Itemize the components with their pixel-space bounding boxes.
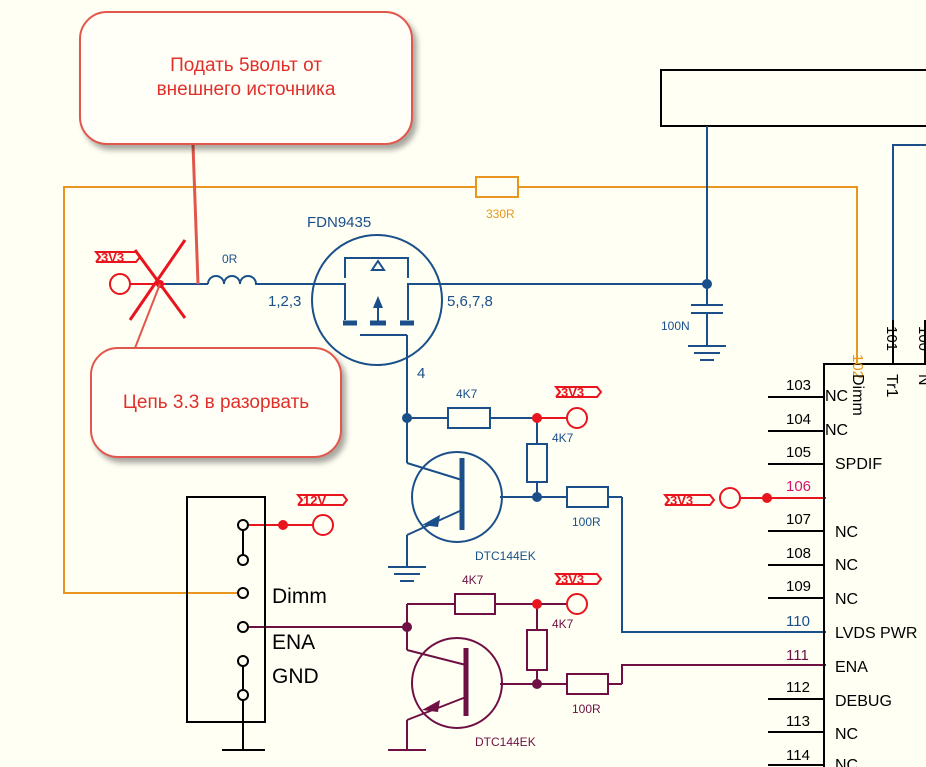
ic-pin-num: 112 — [786, 679, 810, 696]
ic-pin-name: LVDS PWR — [835, 625, 917, 642]
transistor-a-label: DTC144EK — [475, 549, 536, 563]
ic-pin-name: ENA — [835, 659, 868, 676]
resistor-100r-a — [566, 486, 609, 508]
r4k7-c-label: 4K7 — [462, 573, 484, 587]
r100r-a-label: 100R — [572, 515, 601, 529]
ic-top-pin-num: 102 — [849, 354, 866, 379]
resistor-4k7-c — [454, 593, 496, 615]
mosfet-gate-pin: 4 — [417, 365, 425, 382]
flag-3v3-b: 3V3 — [561, 385, 584, 400]
flag-3v3-a: 3V3 — [101, 250, 124, 265]
inductor-0r — [207, 275, 257, 285]
mosfet-label: FDN9435 — [307, 214, 371, 231]
ic-top-pin-name: Tr1 — [883, 374, 900, 398]
ic-pin-num: 113 — [786, 713, 810, 730]
ic-body — [768, 363, 926, 767]
ic-pin-name: NC — [835, 557, 858, 574]
ic-pin-name: NC — [835, 591, 858, 608]
callout-bottom-text: Цепь 3.3 в разорвать — [122, 391, 310, 413]
ic-pin-name: NC — [835, 757, 858, 767]
resistor-330r — [475, 176, 519, 198]
ic-pin-num: 104 — [786, 411, 811, 428]
ic-top-pin-num: 100 — [915, 326, 926, 351]
connector-pins — [222, 519, 265, 751]
flag-3v3-c: 3V3 — [561, 572, 584, 587]
transistor-a — [411, 451, 503, 543]
ic-top-box — [660, 69, 926, 127]
resistor-4k7-d — [526, 629, 548, 671]
resistor-4k7-b — [526, 443, 548, 483]
ic-pin-num: 108 — [786, 545, 811, 562]
ic-pin-name: NC — [835, 524, 858, 541]
connector-label-gnd: GND — [272, 665, 319, 688]
connector-label-ena: ENA — [272, 631, 315, 654]
mosfet-drain-pins: 5,6,7,8 — [447, 293, 493, 310]
dimm-net — [63, 186, 858, 594]
ic-top-pin-name: N — [915, 374, 926, 386]
ic-pin-num: 103 — [786, 377, 811, 394]
resistor-4k7-a — [447, 407, 491, 429]
ic-pin-num: 106 — [786, 478, 811, 495]
ic-pin-num: 110 — [786, 613, 810, 630]
mosfet-source-pins: 1,2,3 — [268, 293, 301, 310]
callout-top-text: Подать 5вольт от внешнего источника — [156, 55, 336, 100]
ic-pin-name: NC — [825, 422, 848, 439]
ic-top-pin-name: Dimm — [849, 374, 866, 416]
connector-label-dimm: Dimm — [272, 585, 327, 608]
ic-pin-name: DEBUG — [835, 693, 892, 710]
mosfet-fdn9435 — [311, 234, 443, 366]
flag-12v: 12V — [303, 493, 326, 508]
r4k7-a-label: 4K7 — [456, 387, 478, 401]
ic-pin-num: 105 — [786, 444, 811, 461]
ic-pin-name: SPDIF — [835, 456, 882, 473]
ic-pin-name: NC — [835, 726, 858, 743]
r4k7-d-label: 4K7 — [552, 617, 574, 631]
ic-pin-num: 111 — [786, 647, 809, 664]
ic-top-pin-num: 101 — [883, 326, 900, 351]
capacitor-label: 100N — [661, 319, 690, 333]
resistor-100r-b — [566, 673, 609, 695]
resistor-330r-label: 330R — [486, 207, 515, 221]
ic-pin-num: 107 — [786, 511, 811, 528]
r4k7-b-label: 4K7 — [552, 431, 574, 445]
ic-pin-name: NC — [825, 388, 848, 405]
transistor-a-arrow — [422, 515, 440, 527]
ic-pin-num: 109 — [786, 578, 811, 595]
transistor-b — [411, 637, 503, 729]
inductor-label: 0R — [222, 252, 238, 266]
callout-bottom: Цепь 3.3 в разорвать — [90, 347, 342, 458]
flag-3v3-d: 3V3 — [670, 493, 693, 508]
ic-pin-num: 114 — [786, 747, 810, 764]
connector — [186, 496, 266, 723]
r100r-b-label: 100R — [572, 702, 601, 716]
ena-net — [245, 603, 826, 751]
transistor-b-label: DTC144EK — [475, 735, 536, 749]
callout-top: Подать 5вольт от внешнего источника — [79, 11, 413, 145]
